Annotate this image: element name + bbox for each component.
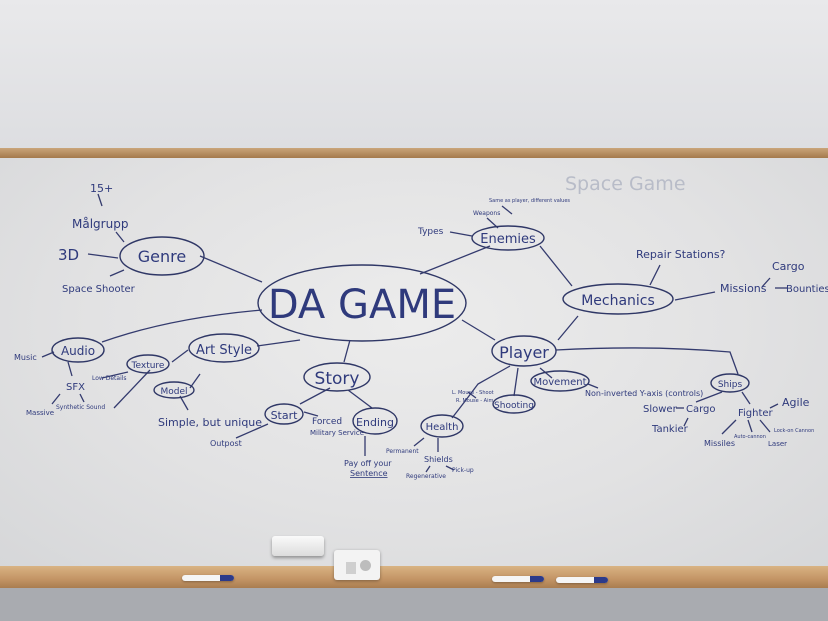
whiteboard	[0, 158, 828, 568]
center-bubble	[257, 264, 467, 342]
ships-lock-cannon: Lock-on Cannon	[774, 428, 814, 434]
marker	[556, 577, 608, 583]
story-sentence: Sentence	[350, 469, 388, 478]
genre-target: Målgrupp	[72, 217, 128, 231]
player-non-inverted: Non-inverted Y-axis (controls)	[585, 389, 703, 398]
genre-bubble	[119, 236, 205, 276]
story-bubble	[303, 362, 371, 392]
art-low-details: Low Details	[92, 375, 127, 382]
enemies-weapons: Weapons	[473, 210, 500, 217]
story-payoff: Pay off your	[344, 459, 392, 468]
ships-auto-cannon: Auto-cannon	[734, 434, 766, 440]
mechanics-repair: Repair Stations?	[636, 248, 726, 261]
center-label: DA GAME	[268, 282, 456, 328]
corner-title: Space Game	[565, 173, 686, 195]
shooting-bubble	[492, 394, 536, 414]
art-model: Model	[160, 387, 187, 397]
enemies-bubble	[471, 225, 545, 251]
eraser	[272, 536, 324, 556]
marker	[492, 576, 544, 582]
ships-agile: Agile	[782, 396, 810, 409]
art-style-bubble	[188, 333, 260, 363]
player-health: Health	[426, 422, 459, 433]
genre-age: 15+	[90, 182, 113, 195]
ships-slower: Slower	[643, 404, 678, 415]
mechanics-bounties: Bounties	[786, 284, 828, 295]
texture-bubble	[126, 354, 170, 374]
art-style-label: Art Style	[196, 343, 252, 358]
lower-wall	[0, 588, 828, 621]
story-outpost: Outpost	[210, 439, 242, 448]
genre-label: Genre	[138, 247, 186, 266]
ships-fighter: Fighter	[738, 408, 774, 419]
enemies-label: Enemies	[480, 232, 536, 247]
wall-outlet	[334, 550, 380, 580]
story-start: Start	[271, 409, 299, 422]
ships-laser: Laser	[768, 440, 787, 448]
player-mouse-shoot: L. Mouse - Shoot	[452, 390, 494, 396]
player-shields: Shields	[424, 455, 453, 464]
player-permanent: Permanent	[386, 448, 419, 455]
audio-massive: Massive	[26, 409, 54, 417]
health-bubble	[420, 414, 464, 438]
story-ending: Ending	[356, 416, 394, 429]
player-pickup: Pick-up	[452, 467, 474, 474]
player-shooting: Shooting	[494, 401, 534, 411]
ships-bubble	[710, 373, 750, 393]
marker-tray	[0, 566, 828, 588]
ships-tankier: Tankier	[651, 424, 689, 435]
audio-synthetic: Synthetic Sound	[56, 404, 105, 411]
player-mouse-aim: R. Mouse - Aim	[456, 398, 493, 404]
player-bubble	[491, 335, 557, 367]
genre-space-shooter: Space Shooter	[62, 284, 136, 295]
audio-music: Music	[14, 353, 37, 362]
mechanics-missions: Missions	[720, 282, 767, 295]
player-label: Player	[499, 343, 549, 362]
audio-bubble	[51, 337, 105, 363]
whiteboard-frame-top	[0, 148, 828, 158]
genre-3d: 3D	[58, 246, 79, 264]
ships-label: Ships	[718, 380, 743, 390]
model-bubble	[153, 381, 195, 399]
enemies-same: Same as player, different values	[489, 198, 570, 204]
ending-bubble	[352, 407, 398, 435]
movement-bubble	[530, 370, 590, 392]
story-forced: Forced	[312, 417, 342, 427]
wall	[0, 0, 828, 160]
story-label: Story	[315, 369, 360, 389]
mechanics-cargo: Cargo	[772, 260, 805, 273]
ships-cargo: Cargo	[686, 404, 716, 415]
audio-label: Audio	[61, 344, 95, 358]
start-bubble	[264, 403, 304, 425]
mechanics-label: Mechanics	[581, 293, 655, 309]
audio-sfx: SFX	[66, 382, 85, 393]
mechanics-bubble	[562, 283, 674, 315]
story-military: Military Service	[310, 429, 364, 437]
ships-missiles: Missiles	[704, 439, 735, 448]
player-regenerative: Regenerative	[406, 473, 446, 480]
art-texture: Texture	[131, 361, 165, 371]
player-movement: Movement	[534, 377, 587, 388]
enemies-types: Types	[417, 227, 444, 237]
marker	[182, 575, 234, 581]
art-simple: Simple, but unique	[158, 416, 262, 429]
